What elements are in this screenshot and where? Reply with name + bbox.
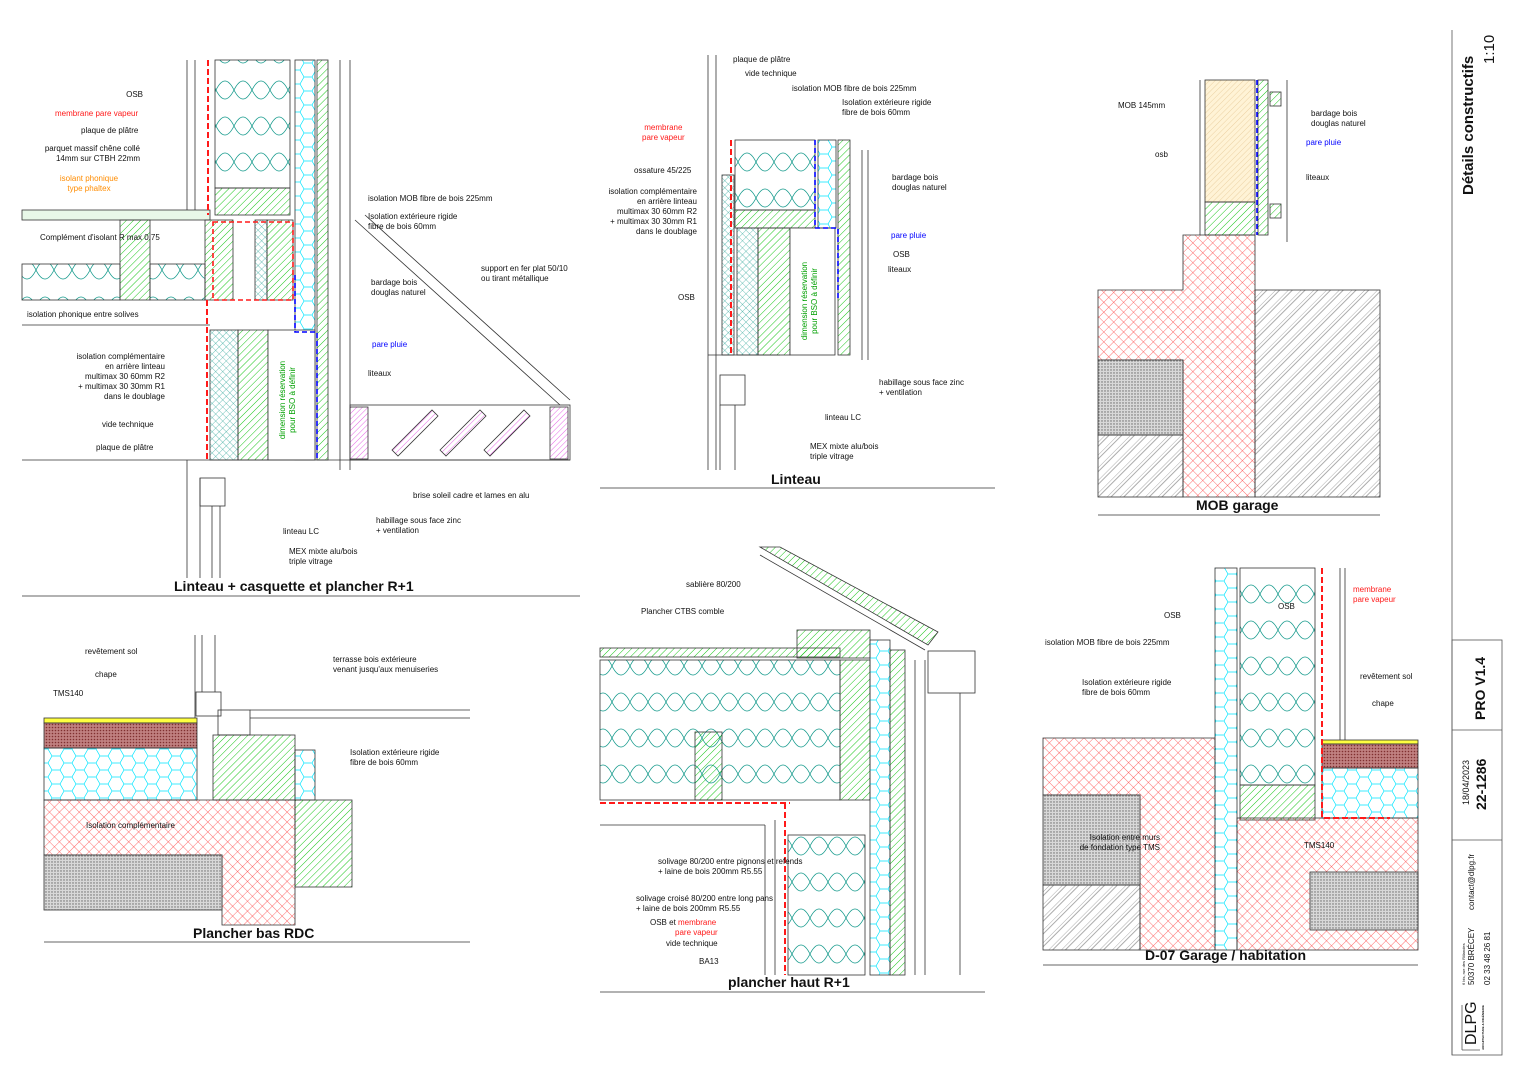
label-osb: OSB [126,90,143,99]
label-isolation-complementaire: isolation complémentaire en arrière lint… [608,187,698,236]
label-linteau-lc: linteau LC [825,413,862,422]
label-bardage: bardage bois douglas naturel [892,173,947,192]
label-liteaux: liteaux [368,369,392,378]
logo-subtitle: ARCHITECTURE & INGÉNIERIE [1481,1005,1485,1050]
label-membrane: membrane [678,918,717,927]
label-reservation-bso: dimension réservation pour BSO à définir [278,360,297,440]
detail-plancher-haut [599,546,985,993]
label-vide-technique: vide technique [745,69,797,78]
label-vide-technique: vide technique [666,939,718,948]
sheet-title: Détails constructifs [1460,55,1477,195]
label-isolation-complementaire: isolation complémentaire en arrière lint… [76,352,166,401]
label-membrane-pare-vapeur: membrane pare vapeur [1353,585,1396,604]
label-isolation-fondation: Isolation entre murs de fondation type T… [1079,833,1160,852]
label-linteau-lc: linteau LC [283,527,320,536]
label-tms140: TMS140 [1304,841,1335,850]
label-isolation-exterieure: Isolation extérieure rigide fibre de boi… [1082,678,1172,697]
label-plaque-de-platre: plaque de plâtre [733,55,791,64]
label-isolation-mob: isolation MOB fibre de bois 225mm [1045,638,1170,647]
label-liteaux: liteaux [888,265,912,274]
label-membrane-pare-vapeur: membrane pare vapeur [55,109,139,118]
label-solivage-croise: solivage croisé 80/200 entre long pans +… [636,894,773,913]
date-label: 18/04/2023 [1461,759,1471,805]
panel-title-mob-garage: MOB garage [1196,497,1279,513]
label-parquet: parquet massif chêne collé 14mm sur CTBH… [44,144,140,163]
address-line1: 6 bis, rue des Rillandes [1461,943,1466,985]
label-brise-soleil: brise soleil cadre et lames en alu [413,491,530,500]
label-mex: MEX mixte alu/bois triple vitrage [289,547,358,566]
label-tms140: TMS140 [53,689,84,698]
label-ba13: BA13 [699,957,719,966]
label-reservation-bso: dimension réservation pour BSO à définir [800,261,819,341]
label-pare-pluie: pare pluie [891,231,927,240]
label-isolation-complementaire: Isolation complémentaire [86,821,175,830]
label-bardage: bardage bois douglas naturel [371,278,426,297]
label-osb: osb [1155,150,1168,159]
label-isolation-mob: isolation MOB fibre de bois 225mm [792,84,917,93]
label-mex: MEX mixte alu/bois triple vitrage [810,442,879,461]
label-chape: chape [1372,699,1394,708]
address-line2: 50370 BRÉCEY [1467,927,1476,985]
label-mob-145: MOB 145mm [1118,101,1166,110]
email-link[interactable]: contact@dlpg.fr [1467,853,1476,910]
label-sabliere: sablière 80/200 [686,580,741,589]
label-bardage: bardage bois douglas naturel [1311,109,1366,128]
project-number: 22-1286 [1473,758,1489,810]
label-osb-2: OSB [1278,602,1295,611]
panel-title-plancher-bas: Plancher bas RDC [193,925,315,941]
label-osb: OSB [893,250,910,259]
label-isolation-exterieure: Isolation extérieure rigide fibre de boi… [350,748,440,767]
phone-number: 02 33 48 26 81 [1483,931,1492,985]
label-isolation-phonique: isolation phonique entre solives [27,310,139,319]
label-pare-pluie: pare pluie [1306,138,1342,147]
label-pare-pluie: pare pluie [372,340,408,349]
title-block-frame [1451,30,1503,1056]
detail-linteau-casquette [21,59,580,597]
label-ossature: ossature 45/225 [634,166,692,175]
panel-title-linteau: Linteau [771,471,821,487]
label-osb-2: OSB [678,293,695,302]
label-support-fer-plat: support en fer plat 50/10 ou tirant méta… [481,264,568,283]
label-plaque-de-platre: plaque de plâtre [81,126,139,135]
panel-title-plancher-haut: plancher haut R+1 [728,974,850,990]
label-plaque-de-platre-2: plaque de plâtre [96,443,154,452]
logo-text: DLPG [1463,1001,1480,1045]
detail-plancher-bas [43,635,470,943]
sheet-scale: 1:10 [1481,34,1498,64]
panel-title-linteau-casquette: Linteau + casquette et plancher R+1 [174,578,414,594]
detail-garage-habitation [1042,567,1419,966]
label-complement-isolant: Complément d'isolant R max 0.75 [40,233,160,242]
label-isolant-phonique: isolant phonique type phaltex [59,174,119,193]
label-vide-technique: vide technique [102,420,154,429]
panel-title-garage-habitation: D-07 Garage / habitation [1145,947,1307,963]
detail-linteau [600,55,995,489]
label-isolation-mob: isolation MOB fibre de bois 225mm [368,194,493,203]
label-revetement-sol: revêtement sol [1360,672,1413,681]
label-osb-et: OSB et [650,918,679,927]
label-osb-membrane: OSB et membrane [650,918,716,928]
label-membrane-pare-vapeur: membrane pare vapeur [642,123,685,142]
label-revetement-sol: revêtement sol [85,647,138,656]
detail-mob-garage [1097,79,1381,516]
label-habillage-zinc: habillage sous face zinc + ventilation [879,378,964,397]
label-terrasse-bois: terrasse bois extérieure venant jusqu'au… [333,655,439,674]
label-plancher-ctbs: Plancher CTBS comble [641,607,725,616]
label-chape: chape [95,670,117,679]
label-solivage: solivage 80/200 entre pignons et refends… [658,857,803,876]
label-isolation-exterieure: Isolation extérieure rigide fibre de boi… [368,212,458,231]
label-osb: OSB [1164,611,1181,620]
phase-label: PRO V1.4 [1472,656,1488,720]
label-isolation-exterieure: Isolation extérieure rigide fibre de boi… [842,98,932,117]
label-liteaux: liteaux [1306,173,1330,182]
label-habillage-zinc: habillage sous face zinc + ventilation [376,516,461,535]
label-pare-vapeur: pare vapeur [675,928,718,937]
